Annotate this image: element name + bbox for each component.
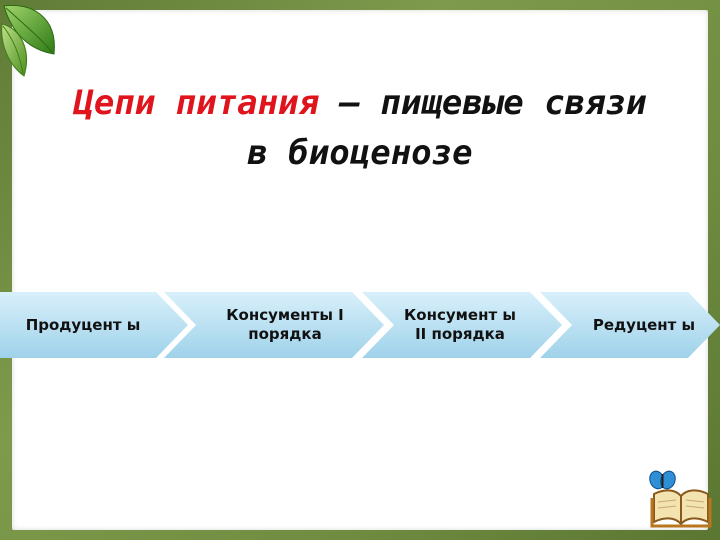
title-line-1: Цепи питания – пищевые связи bbox=[0, 78, 720, 128]
title-red-part-2: ания bbox=[237, 83, 320, 123]
slide-panel bbox=[12, 10, 708, 530]
chain-stage-consumers-1: Консументы I порядка bbox=[164, 292, 386, 358]
title-black-part: – пищевые связи bbox=[319, 83, 647, 123]
chain-stage-label: Продуцент ы bbox=[25, 315, 141, 334]
chain-stage-label: Редуцент ы bbox=[592, 315, 696, 334]
chain-stage-consumers-2: Консумент ы II порядка bbox=[362, 292, 564, 358]
title-red-part-1: Цепи пит bbox=[73, 83, 238, 123]
chain-stage-label: Консумент ы II порядка bbox=[404, 306, 516, 343]
butterfly-icon bbox=[649, 470, 676, 490]
chevron-shape bbox=[0, 292, 188, 358]
chain-stage-producers: Продуцент ы bbox=[0, 292, 190, 358]
chevron-shape bbox=[362, 292, 562, 358]
book-icon[interactable] bbox=[648, 468, 714, 528]
chain-stage-decomposers: Редуцент ы bbox=[540, 292, 720, 358]
leaf-icon bbox=[1, 4, 55, 77]
title-line-2: в биоценозе bbox=[247, 133, 473, 173]
chain-stage-label: Консументы I порядка bbox=[226, 306, 344, 343]
food-chain-diagram: Продуцент ы Консументы I порядка bbox=[0, 284, 720, 364]
slide-title: Цепи питания – пищевые связи в биоценозе bbox=[0, 78, 720, 178]
chevron-shape bbox=[540, 292, 720, 358]
chevron-shape bbox=[164, 292, 384, 358]
